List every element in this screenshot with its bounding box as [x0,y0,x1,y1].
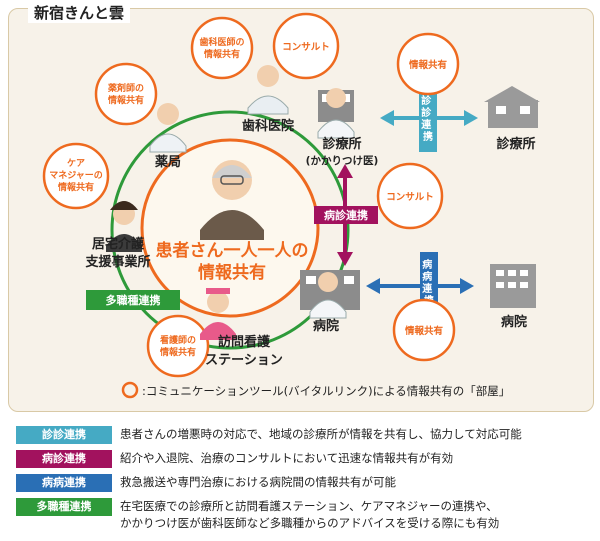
center-line-1: 患者さん一人一人の [156,240,309,261]
room-marker-icon [121,381,139,399]
byobyo-char-3: 連 [422,282,433,295]
node-visit-2: ステーション [205,353,283,368]
legend-desc-tashokushu: 在宅医療での診療所と訪問看護ステーション、ケアマネジャーの連携や、 かかりつけ医… [120,498,499,532]
legend-desc-tashokushu-line-1: 在宅医療での診療所と訪問看護ステーション、ケアマネジャーの連携や、 [120,499,498,513]
pharmacist-icon [149,103,187,153]
tashokushu-tag: 多職種連携 [106,293,161,307]
byoshin-arrow: 病診連携 [314,164,378,266]
legend-desc-byobyo: 救急搬送や専門治療における病院間の情報共有が可能 [120,475,396,489]
bubble-pharmacist: 薬剤師の 情報共有 [94,62,158,126]
dentist-icon [247,65,289,115]
bubble-nurse: 看護師の 情報共有 [146,314,210,378]
bubble-care-line-3: 情報共有 [57,181,94,193]
doctor-icon [317,88,355,139]
node-dental: 歯科医院 [242,118,294,134]
bubble-pharmacist-line-2: 情報共有 [107,94,144,106]
network-diagram: 患者さん一人一人の 情報共有 診 診 連 携 病診連携 病 病 連 携 [42,12,540,399]
hospital-doctor-icon [300,270,360,319]
node-pharmacy: 薬局 [154,154,181,170]
shinshin-label: 診 診 連 携 [421,94,434,143]
shinshin-char-4: 携 [423,130,433,143]
legend-tag-shinshin: 診診連携 [16,426,112,444]
legend-row-shinshin: 診診連携 患者さんの増悪時の対応で、地域の診療所が情報を共有し、協力して対応可能 [16,426,586,444]
shinshin-char-2: 診 [421,106,432,119]
legend-tag-byobyo: 病病連携 [16,474,112,492]
bubble-consult-top-text: コンサルト [282,42,330,53]
bubble-info-share-bottom-text: 情報共有 [404,325,444,337]
bubble-consult-mid: コンサルト [376,162,444,230]
node-care-2: 支援事業所 [84,254,150,270]
bubble-info-share-bottom: 情報共有 [392,298,456,362]
node-visit-1: 訪問看護 [218,334,271,350]
bubble-dentist: 歯科医師の 情報共有 [190,16,254,80]
bubble-dentist-line-1: 歯科医師の [199,36,244,48]
shinshin-char-1: 診 [421,94,432,107]
node-hospital: 病院 [313,318,339,334]
legend-tag-byoshin: 病診連携 [16,450,112,468]
node-care-1: 居宅介護 [92,236,145,252]
hospital-building-icon [490,264,536,308]
legend-desc-shinshin: 患者さんの増悪時の対応で、地域の診療所が情報を共有し、協力して対応可能 [120,427,522,441]
clinic-building-icon [484,86,540,128]
bubble-consult-top: コンサルト [272,12,340,80]
diagram-title: 新宿きんと雲 [28,2,131,23]
node-clinic-right: 診療所 [496,136,535,152]
legend-row-tashokushu: 多職種連携 在宅医療での診療所と訪問看護ステーション、ケアマネジャーの連携や、 … [16,498,586,532]
legend-tag-tashokushu: 多職種連携 [16,498,112,516]
bubble-consult-mid-text: コンサルト [386,192,434,203]
legend-desc-byoshin: 紹介や入退院、治療のコンサルトにおいて迅速な情報共有が有効 [120,451,454,465]
tashokushu-tag-bg [86,290,180,310]
byoshin-label: 病診連携 [324,208,368,222]
bubble-dentist-line-2: 情報共有 [203,48,240,60]
shinshin-arrow: 診 診 連 携 [380,88,478,152]
care-ring [110,110,350,350]
bubble-info-share-top: 情報共有 [396,32,460,96]
byobyo-char-2: 病 [422,270,432,283]
shinshin-char-3: 連 [421,118,432,131]
legend-row-byobyo: 病病連携 救急搬送や専門治療における病院間の情報共有が可能 [16,474,586,492]
patient-icon [200,160,264,240]
center-line-2: 情報共有 [198,262,266,283]
bubble-care-line-1: ケア [67,158,85,169]
bubble-nurse-line-2: 情報共有 [159,346,196,358]
bubble-nurse-line-1: 看護師の [160,334,196,346]
node-clinic-sub: (かかりつけ医) [306,155,379,167]
bubble-info-share-top-text: 情報共有 [408,59,448,71]
footer-note: :コミュニケーションツール(バイタルリンク)による情報共有の「部屋」 [142,384,510,398]
node-clinic: 診療所 [322,136,361,152]
legend-desc-tashokushu-line-2: かかりつけ医が歯科医師など多職種からのアドバイスを受ける際にも有効 [120,516,500,530]
bubble-care-manager: ケア マネジャーの 情報共有 [42,142,110,210]
nurse-icon [200,288,236,340]
legend: 診診連携 患者さんの増悪時の対応で、地域の診療所が情報を共有し、協力して対応可能… [16,426,586,538]
bubble-pharmacist-line-1: 薬剤師の [108,82,144,94]
bubble-care-line-2: マネジャーの [49,170,103,181]
byobyo-char-1: 病 [422,258,432,271]
node-hospital-right: 病院 [501,314,527,330]
legend-row-byoshin: 病診連携 紹介や入退院、治療のコンサルトにおいて迅速な情報共有が有効 [16,450,586,468]
care-manager-icon [106,201,142,252]
